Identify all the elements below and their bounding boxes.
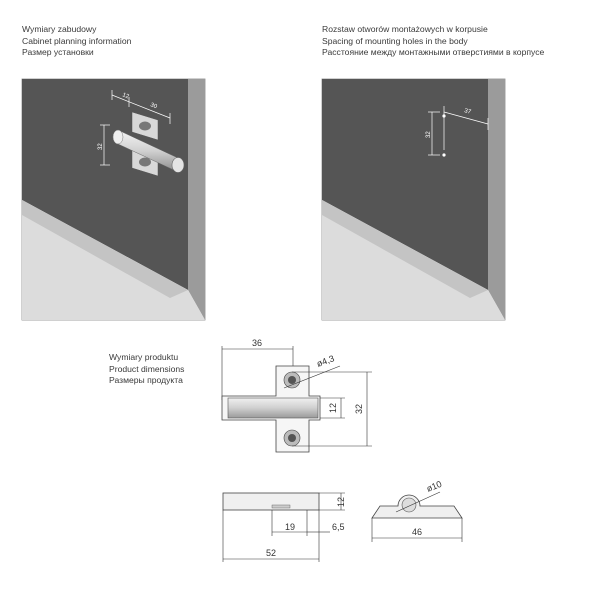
- product-end-view: ø10 46: [371, 479, 463, 542]
- screw-hole-icon: [288, 376, 296, 384]
- caption-line-ru: Размеры продукта: [109, 375, 183, 385]
- installation-caption: Wymiary zabudowy Cabinet planning inform…: [22, 24, 131, 59]
- diameter-leader: [395, 491, 441, 513]
- side-body: [222, 492, 320, 511]
- mounting-hole-icon: [442, 114, 446, 118]
- dim-12-label: 12: [121, 92, 130, 100]
- dim-height-label: 12: [336, 497, 346, 507]
- dim-inner-label: 19: [285, 522, 295, 532]
- dim-32-label: 32: [426, 131, 432, 138]
- dim-hole-label: ø4,3: [315, 353, 335, 369]
- dim-offset-label: 6,5: [332, 522, 345, 532]
- plate-bar: [227, 397, 319, 419]
- product-caption: Wymiary produktu Product dimensions Разм…: [109, 352, 184, 387]
- caption-line-en: Product dimensions: [109, 363, 185, 374]
- mounting-plate: [112, 111, 185, 177]
- caption-line-ru: Размер установки: [22, 47, 94, 57]
- cabinet-bottom-edge: [322, 200, 488, 298]
- cabinet-bottom-edge: [22, 200, 188, 298]
- spacing-caption: Rozstaw otworów montażowych w korpusie S…: [322, 24, 544, 59]
- installation-dimension-lines: [100, 90, 171, 166]
- diameter-leader: [283, 365, 341, 389]
- caption-line-pl: Wymiary zabudowy: [22, 24, 97, 34]
- caption-line-en: Spacing of mounting holes in the body: [322, 35, 468, 46]
- dim-spacing-label: 32: [354, 404, 364, 414]
- cabinet-back-panel: [322, 79, 488, 290]
- dim-width-label: 46: [412, 527, 422, 537]
- dim-length-label: 52: [266, 548, 276, 558]
- screw-hole-icon: [288, 434, 296, 442]
- cabinet-side-panel: [488, 79, 505, 320]
- spacing-illustration: 37 32: [321, 78, 506, 321]
- dim-30-label: 30: [149, 102, 158, 110]
- product-side-view: 12 19 6,5 52: [222, 492, 346, 562]
- side-notch: [271, 504, 291, 509]
- screw-icon: [139, 121, 151, 131]
- dim-diameter-label: ø10: [425, 479, 443, 494]
- product-top-view: 36 ø4,3 12 32: [221, 338, 372, 453]
- caption-line-pl: Wymiary produktu: [109, 352, 179, 362]
- mounting-hole-icon: [442, 153, 446, 157]
- dim-bar-label: 12: [328, 403, 338, 413]
- dim-32-label: 32: [98, 143, 104, 150]
- installation-illustration: 12 30 32: [21, 78, 206, 321]
- dim-width-label: 36: [252, 338, 262, 348]
- end-cylinder: [401, 497, 417, 513]
- caption-line-ru: Расстояние между монтажными отверстиями …: [322, 47, 545, 57]
- end-body: [371, 494, 463, 519]
- spacing-dimension-lines: [428, 106, 489, 156]
- dim-37-label: 37: [463, 108, 472, 116]
- caption-line-pl: Rozstaw otworów montażowych w korpusie: [322, 24, 488, 34]
- cabinet-side-panel: [188, 79, 205, 320]
- screw-icon: [139, 157, 151, 167]
- caption-line-en: Cabinet planning information: [22, 35, 132, 46]
